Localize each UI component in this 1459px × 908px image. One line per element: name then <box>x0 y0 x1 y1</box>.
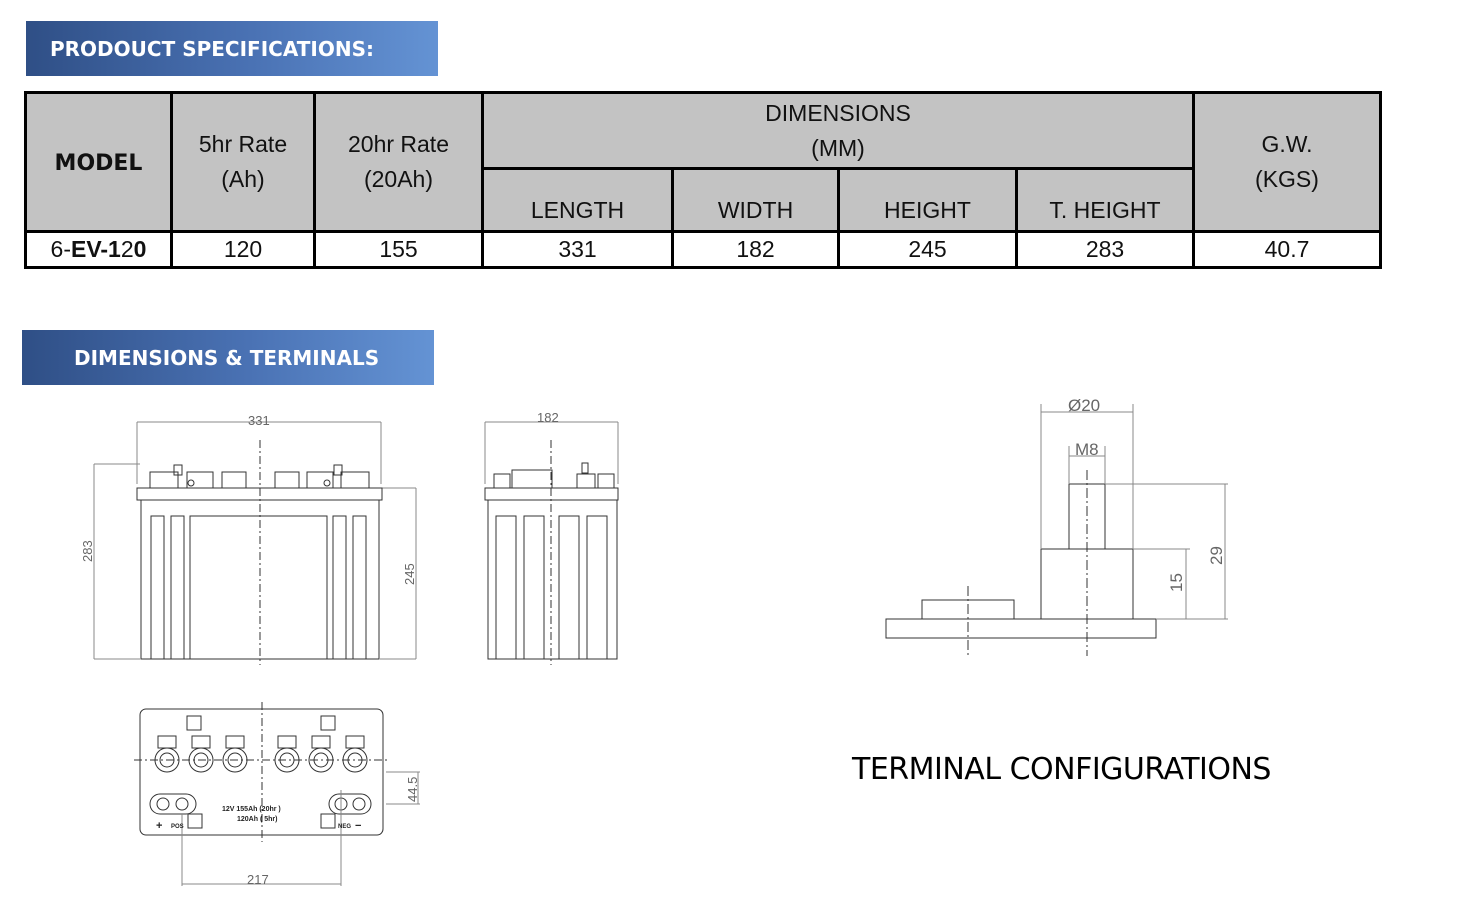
neg-label: NEG <box>338 824 351 830</box>
rate5-cell: 120 <box>170 230 316 269</box>
top-spacing-label: 217 <box>247 872 269 887</box>
terminal-base-label: 15 <box>1167 573 1186 592</box>
front-total-height-label: 283 <box>80 540 95 562</box>
side-width-label: 182 <box>537 410 559 425</box>
dimensions-terminals-banner: DIMENSIONS & TERMINALS <box>22 330 434 385</box>
height-header: HEIGHT <box>837 167 1018 233</box>
front-height-label: 245 <box>402 563 417 585</box>
terminal-total-label: 29 <box>1207 546 1226 565</box>
theight-header: T. HEIGHT <box>1015 167 1195 233</box>
rate5-header: 5hr Rate(Ah) <box>170 91 316 233</box>
top-rating-label-2: 120Ah ( 5hr) <box>237 816 277 823</box>
gw-header: G.W.(KGS) <box>1192 91 1382 233</box>
table-row: 6-EV-120 120 155 331 182 245 283 40.7 <box>24 230 1382 269</box>
table-subheader-row: LENGTH WIDTH HEIGHT T. HEIGHT <box>26 167 1381 233</box>
theight-cell: 283 <box>1015 230 1195 269</box>
rate20-cell: 155 <box>313 230 484 269</box>
terminal-configurations-caption: TERMINAL CONFIGURATIONS <box>852 752 1271 787</box>
top-view-drawing <box>134 702 420 886</box>
height-cell: 245 <box>837 230 1018 269</box>
model-cell: 6-EV-120 <box>24 230 173 269</box>
banner-title: PRODOUCT SPECIFICATIONS: <box>50 36 374 61</box>
gw-cell: 40.7 <box>1192 230 1382 269</box>
width-header: WIDTH <box>671 167 840 233</box>
front-width-label: 331 <box>248 413 270 428</box>
length-header: LENGTH <box>481 167 674 233</box>
top-offset-label: 44.5 <box>405 777 420 802</box>
front-view-drawing <box>93 421 417 665</box>
pos-label: POS <box>171 824 184 830</box>
model-header: MODEL <box>24 91 173 233</box>
banner-title: DIMENSIONS & TERMINALS <box>74 345 380 370</box>
neg-minus-icon: − <box>355 820 361 832</box>
spec-table: MODEL 5hr Rate(Ah) 20hr Rate(20Ah) DIMEN… <box>24 91 1382 269</box>
product-specifications-banner: PRODOUCT SPECIFICATIONS: <box>26 21 438 76</box>
rate20-header: 20hr Rate(20Ah) <box>313 91 484 233</box>
terminal-thread-label: M8 <box>1075 440 1099 459</box>
terminal-detail-drawing <box>885 404 1228 656</box>
side-view-drawing <box>484 421 619 665</box>
length-cell: 331 <box>481 230 674 269</box>
table-header-row: MODEL 5hr Rate(Ah) 20hr Rate(20Ah) DIMEN… <box>24 91 1382 233</box>
top-rating-label-1: 12V 155Ah (20hr ) <box>222 806 281 813</box>
width-cell: 182 <box>671 230 840 269</box>
pos-plus-icon: + <box>156 820 162 832</box>
terminal-diameter-label: Ø20 <box>1068 396 1100 415</box>
dimensions-header: DIMENSIONS(MM) <box>481 91 1195 170</box>
